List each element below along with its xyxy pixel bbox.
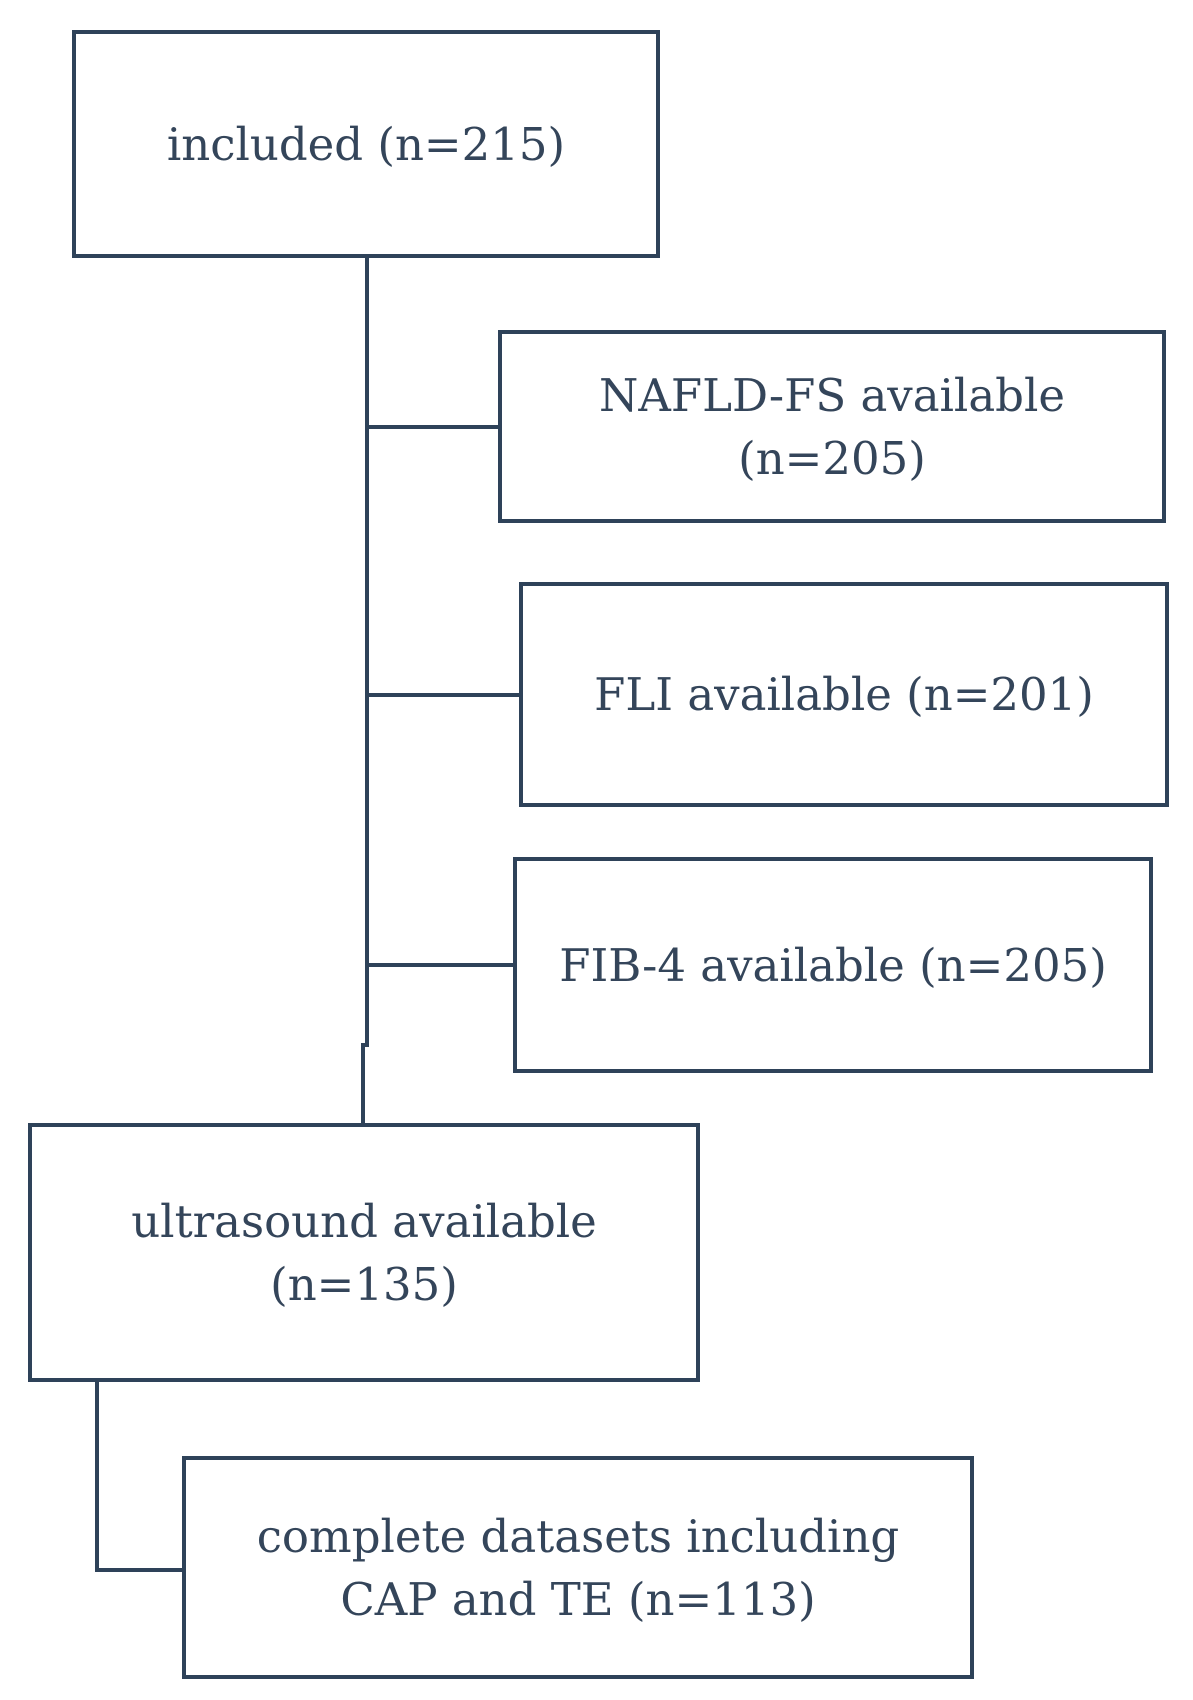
included-box: included (n=215) (72, 30, 660, 258)
ultrasound-count: (n=135) (270, 1257, 458, 1311)
complete-datasets-label: complete datasets including (256, 1509, 900, 1563)
complete-datasets-count: CAP and TE (n=113) (340, 1572, 816, 1626)
fib4-label: FIB-4 available (n=205) (559, 938, 1107, 992)
included-label: included (n=215) (166, 117, 566, 171)
nafld-fs-count: (n=205) (738, 431, 926, 485)
nafld-fs-label: NAFLD-FS available (599, 368, 1065, 422)
complete-datasets-box: complete datasets including CAP and TE (… (182, 1456, 974, 1679)
nafld-fs-box: NAFLD-FS available (n=205) (498, 330, 1166, 523)
fli-box: FLI available (n=201) (519, 582, 1169, 807)
ultrasound-box: ultrasound available (n=135) (28, 1123, 700, 1382)
fli-label: FLI available (n=201) (594, 668, 1094, 721)
fib4-box: FIB-4 available (n=205) (513, 857, 1153, 1073)
ultrasound-label: ultrasound available (131, 1194, 597, 1248)
